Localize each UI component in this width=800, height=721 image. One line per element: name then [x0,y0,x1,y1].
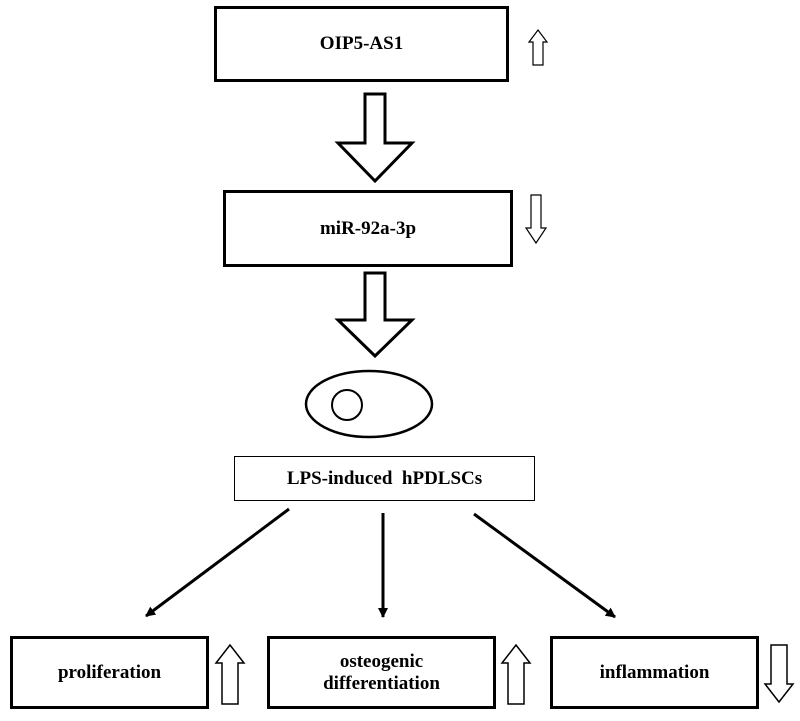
up-arrow-icon [214,643,246,705]
outcome-inflammation-label: inflammation [599,661,710,683]
node-oip5-as1: OIP5-AS1 [214,6,509,82]
node-mir-92a-3p-label: miR-92a-3p [319,217,417,239]
flow-arrow-middle-to-cell [334,271,416,359]
cell-nucleus-shape [331,389,363,421]
outcome-inflammation: inflammation [550,636,759,709]
down-arrow-icon [763,644,795,704]
node-lps-induced-hpdlscs-label: LPS-induced hPDLSCs [286,467,483,489]
node-oip5-as1-label: OIP5-AS1 [319,33,404,55]
outcome-osteogenic-differentiation: osteogenic differentiation [267,636,496,709]
outcome-proliferation: proliferation [10,636,209,709]
cell-body-shape [304,369,434,439]
arrow-to-inflammation [473,512,616,619]
node-mir-92a-3p: miR-92a-3p [223,190,513,267]
up-arrow-icon [527,29,549,66]
arrow-to-proliferation [145,507,290,618]
outcome-proliferation-label: proliferation [57,661,162,683]
flow-arrow-top-to-middle [334,92,416,184]
down-arrow-icon [524,194,548,245]
up-arrow-icon [500,643,532,705]
node-lps-induced-hpdlscs: LPS-induced hPDLSCs [234,456,535,501]
outcome-osteogenic-differentiation-label: osteogenic differentiation [323,651,440,694]
